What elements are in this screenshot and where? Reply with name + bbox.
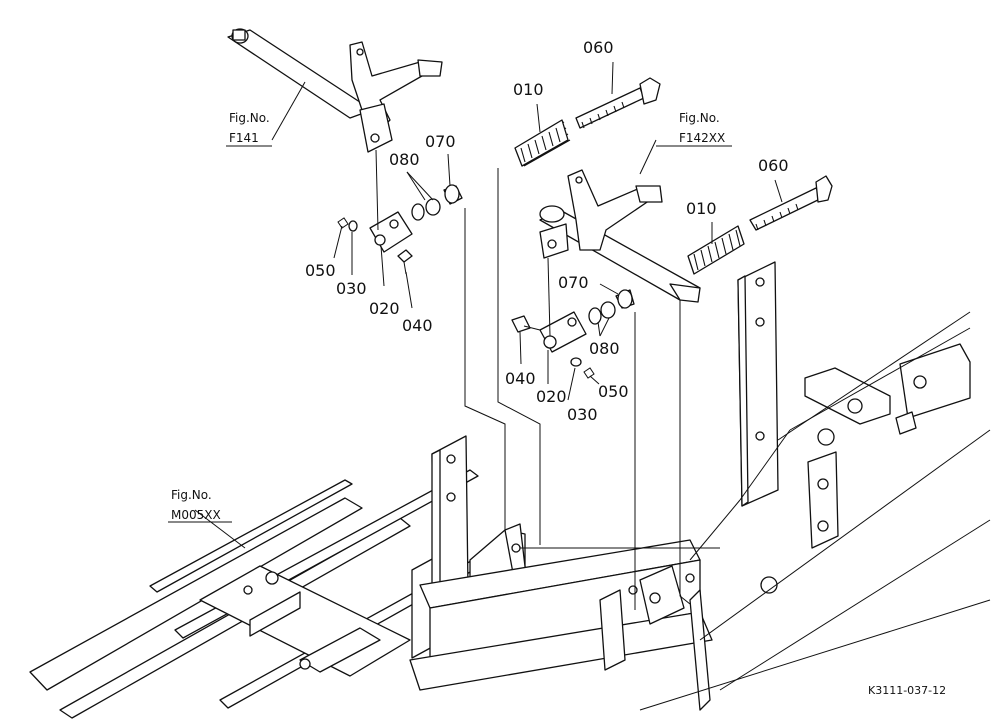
fig-f142-line1: Fig.No. [679, 111, 720, 125]
fig-f142-line2: F142XX [679, 131, 725, 145]
left-callouts: Fig.No. F141 080 070 050 030 020 040 [226, 111, 456, 335]
reference-lines [194, 168, 691, 610]
callout-right-080: 080 [589, 339, 620, 358]
callout-left-030: 030 [336, 279, 367, 298]
callout-right-060: 060 [758, 156, 789, 175]
frame-callouts: Fig.No. M005XX [168, 488, 232, 523]
left-assembly [227, 28, 463, 309]
callout-right-060-top: 060 [583, 38, 614, 57]
fig-f141-line1: Fig.No. [229, 111, 270, 125]
fig-f141-line2: F141 [229, 131, 259, 145]
callout-left-020: 020 [369, 299, 400, 318]
callout-left-050: 050 [305, 261, 336, 280]
callout-right-010: 010 [686, 199, 717, 218]
callout-left-070: 070 [425, 132, 456, 151]
callout-right-030: 030 [567, 405, 598, 424]
drawing-code: K3111-037-12 [868, 684, 946, 697]
fig-m005-line2: M005XX [171, 508, 221, 522]
callout-right-040: 040 [505, 369, 536, 388]
callout-right-020: 020 [536, 387, 567, 406]
callout-left-040: 040 [402, 316, 433, 335]
callout-right-070: 070 [558, 273, 589, 292]
fig-m005-line1: Fig.No. [171, 488, 212, 502]
right-callouts: 010 060 Fig.No. F142XX 010 060 070 080 0… [505, 38, 789, 424]
right-assembly [511, 61, 833, 401]
callout-right-010-top: 010 [513, 80, 544, 99]
callout-right-050: 050 [598, 382, 629, 401]
callout-left-080: 080 [389, 150, 420, 169]
frame-assembly [29, 261, 991, 719]
